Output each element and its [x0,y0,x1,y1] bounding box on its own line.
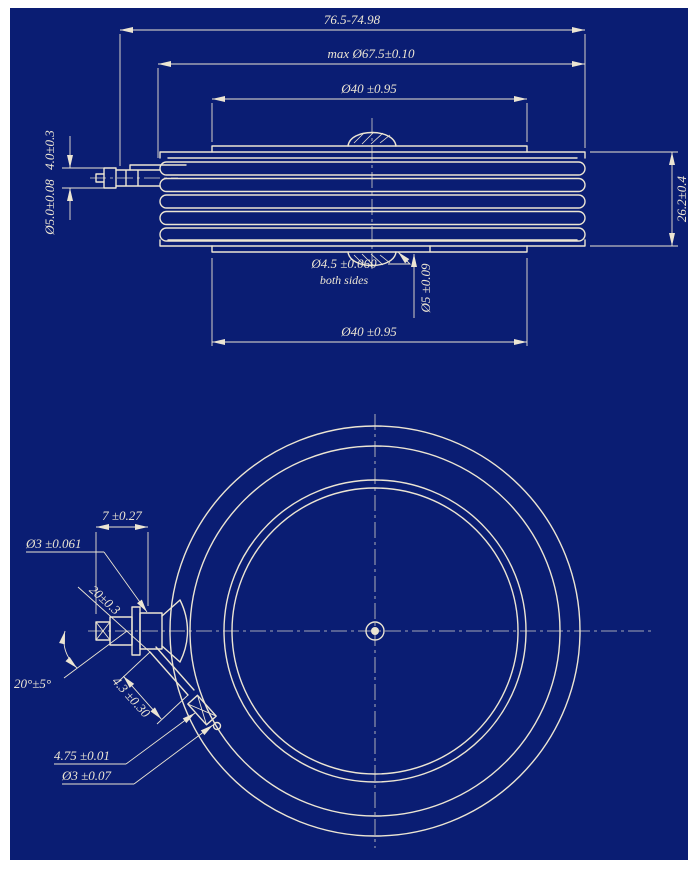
fin [159,194,586,209]
fin [159,177,586,193]
capsule-outline [159,118,586,272]
leader-connector-pin-dia [62,725,213,785]
top-pole-face [211,145,528,153]
leader-connector-length [54,713,195,765]
side-view: 76.5-74.98 max Ø67.5±0.10 Ø40 ±0.95 4.0±… [42,12,689,346]
gate-tube [115,169,161,187]
dim-connector-pin-dia-label: Ø3 ±0.07 [61,768,112,783]
plan-centerlines [88,414,655,848]
leader-gate-pin-dia [26,551,147,612]
gate-pin-cross [95,621,111,641]
dim-line-lead-section [122,675,162,720]
ext-lines-pole-top [211,103,528,142]
dim-total-height-label: 26.2±0.4 [674,175,689,222]
ext-lines-pole-bottom [211,258,528,346]
bottom-flange [159,239,586,247]
angle-arc [59,630,78,669]
dim-connector-length-label: 4.75 ±0.01 [54,748,110,763]
bottom-dome-hatch [353,253,391,267]
dim-lead-angle-label: 20°±5° [14,676,51,691]
dim-housing-max-label: max Ø67.5±0.10 [328,46,415,61]
dim-gate-dia-label: Ø5.0±0.08 [42,179,57,236]
leader-center-recess [388,251,412,265]
fin [159,227,586,242]
top-flange [159,151,586,159]
dim-recess-depth-label: Ø5 ±0.09 [418,263,433,314]
callout-center-recess-label: Ø4.5 ±0.060 [310,256,377,271]
lead-wire [149,646,195,696]
drawing-sheet [10,8,688,860]
lead-axis-extension [77,586,151,653]
bottom-pole-face [211,245,528,253]
ceramic-fins [159,161,586,242]
dim-gate-length-label: 7 ±0.27 [102,508,142,523]
top-dome-hatch [353,131,391,145]
fin [159,161,586,176]
dimensions-side: 76.5-74.98 max Ø67.5±0.10 Ø40 ±0.95 4.0±… [42,12,689,346]
dim-gate-pin-dia-label: Ø3 ±0.061 [25,536,82,551]
ext-lines-gate-length [95,532,149,614]
ext-lines-height [590,151,678,247]
gate-flange-tab [129,164,187,171]
fin [159,210,586,226]
dim-pole-top-label: Ø40 ±0.95 [340,81,397,96]
ext-lines-overall [119,34,586,166]
dim-gate-height-label: 4.0±0.3 [42,130,57,170]
dim-pole-bottom-label: Ø40 ±0.95 [340,324,397,339]
callout-center-recess-note: both sides [320,273,369,287]
dim-overall-width-label: 76.5-74.98 [324,12,381,27]
angle-reference-line [63,630,128,679]
gate-terminal-side [90,164,187,189]
gate-horn [161,599,189,663]
gate-assembly-plan [95,599,189,663]
